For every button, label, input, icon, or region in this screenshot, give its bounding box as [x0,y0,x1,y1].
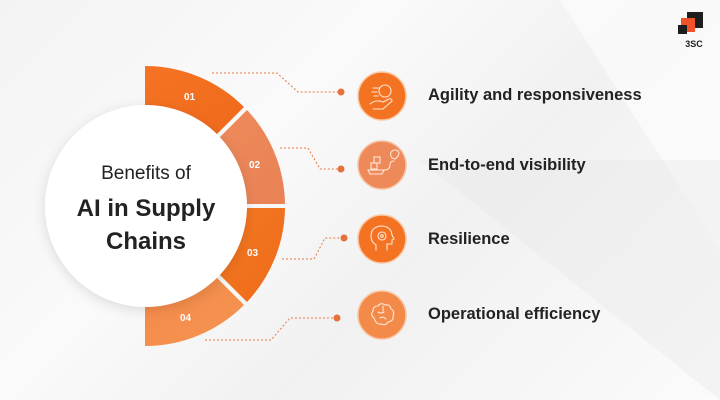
hub-circle [45,105,247,307]
brand-logo: 3SC [674,10,714,52]
segment-arc-04 [145,273,244,346]
segment-arc-02 [215,110,285,204]
segment-number-01: 01 [184,92,196,103]
brain-efficiency-icon [357,290,407,340]
benefit-label-efficiency: Operational efficiency [428,305,601,323]
segment-arc-01 [145,66,244,139]
hub-title: AI in Supply Chains [46,192,246,258]
logo-mark-icon [678,12,703,34]
connector-lines [205,72,343,341]
logo-text: 3SC [685,39,703,49]
hub-title-line1: AI in Supply [76,195,216,222]
hub-title-line2: Chains [105,228,186,255]
segment-arc-03 [215,208,285,302]
head-brain-gear-icon [357,214,407,264]
benefit-label-resilience: Resilience [428,230,510,248]
shipping-location-icon [357,140,407,190]
hand-coin-speed-icon [357,71,407,121]
benefit-label-visibility: End-to-end visibility [428,156,586,174]
segment-number-04: 04 [180,313,192,324]
connector-dots [333,88,348,322]
segment-number-02: 02 [249,160,261,171]
benefit-label-agility: Agility and responsiveness [428,86,642,104]
segment-number-03: 03 [247,248,259,259]
hub-subtitle: Benefits of [101,163,191,184]
